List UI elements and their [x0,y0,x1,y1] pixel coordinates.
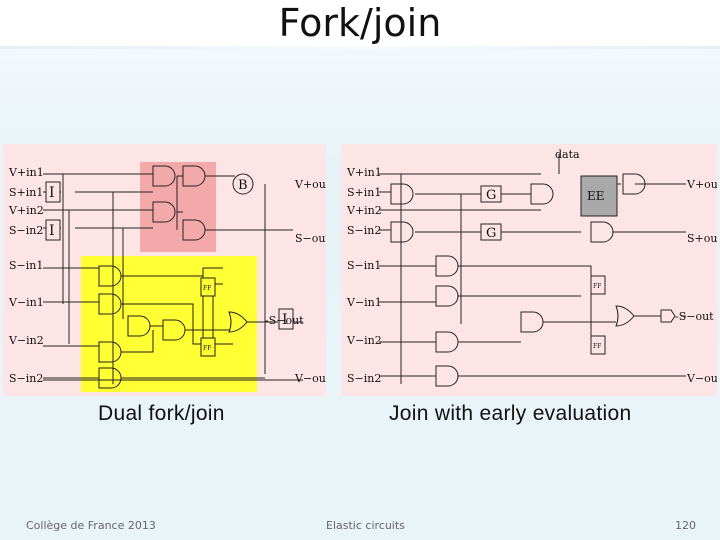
signal-sin2-minus: S−in2 [9,372,43,385]
flip-flop-1: FF [593,283,601,290]
slide-title: Fork/join [278,1,442,45]
signal-vin2-plus: V+in2 [8,204,44,217]
inverter-block-1: I [49,185,55,201]
early-evaluation-circuit: data G G EE FF FF V+in1 S+in1 V+in2 S−in… [346,148,717,387]
signal-vin1-plus: V+in1 [8,166,44,179]
page-number: 120 [675,519,696,532]
inverter-block-3: I [282,312,288,328]
signal-vin2-plus: V+in2 [346,204,382,217]
signal-sin1-plus: S+in1 [9,186,43,199]
signal-vin1-plus: V+in1 [346,166,382,179]
signal-sin1-minus: S−in1 [347,259,381,272]
early-eval-block [580,175,618,217]
signal-sin1-minus: S−in1 [9,259,43,272]
inverter-block-2: I [49,223,55,239]
flip-flop-2: FF [593,343,601,350]
left-caption: Dual fork/join [98,402,225,425]
title-band [0,0,720,46]
signal-sin1-plus: S+in1 [347,186,381,199]
title-divider [0,46,720,49]
signal-sout-dash: -S−out [265,314,304,327]
signal-sout-minus: -S−out [675,310,714,323]
ee-block-label: EE [587,189,605,203]
footer-center: Elastic circuits [326,519,405,532]
dual-fork-join-diagram: I I B I FF FF V+in1 S+in1 V+in2 S−in2 V+… [3,144,326,396]
signal-sout-plus: S+out [687,232,717,245]
signal-vin1-minus: V−in1 [346,296,382,309]
signal-sin2-minus: S−in2 [347,372,381,385]
data-label: data [555,148,580,161]
right-caption: Join with early evaluation [389,402,632,425]
signal-vout-plus: V+out [686,178,717,191]
flip-flop-2: FF [203,345,211,352]
signal-vin1-minus: V−in1 [8,296,44,309]
footer-left: Collège de France 2013 [26,519,156,532]
signal-sout-minus: S−out [295,232,326,245]
buffer-block: B [238,178,248,193]
signal-sin2-minus-top: S−in2 [9,224,43,237]
early-evaluation-join-diagram: data G G EE FF FF V+in1 S+in1 V+in2 S−in… [341,144,717,396]
signal-vout-minus: V−out [686,372,717,385]
signal-vin2-minus: V−in2 [346,334,382,347]
signal-vout-minus: V−out [294,372,326,385]
signal-vin2-minus: V−in2 [8,334,44,347]
dual-fork-join-circuit: I I B I FF FF V+in1 S+in1 V+in2 S−in2 V+… [8,162,326,392]
yellow-highlight-region [81,256,257,392]
signal-vout-plus: V+out [294,178,326,191]
g-block-2: G [486,226,496,241]
g-block-1: G [486,188,496,203]
flip-flop-1: FF [203,285,211,292]
signal-sin2-minus-top: S−in2 [347,224,381,237]
